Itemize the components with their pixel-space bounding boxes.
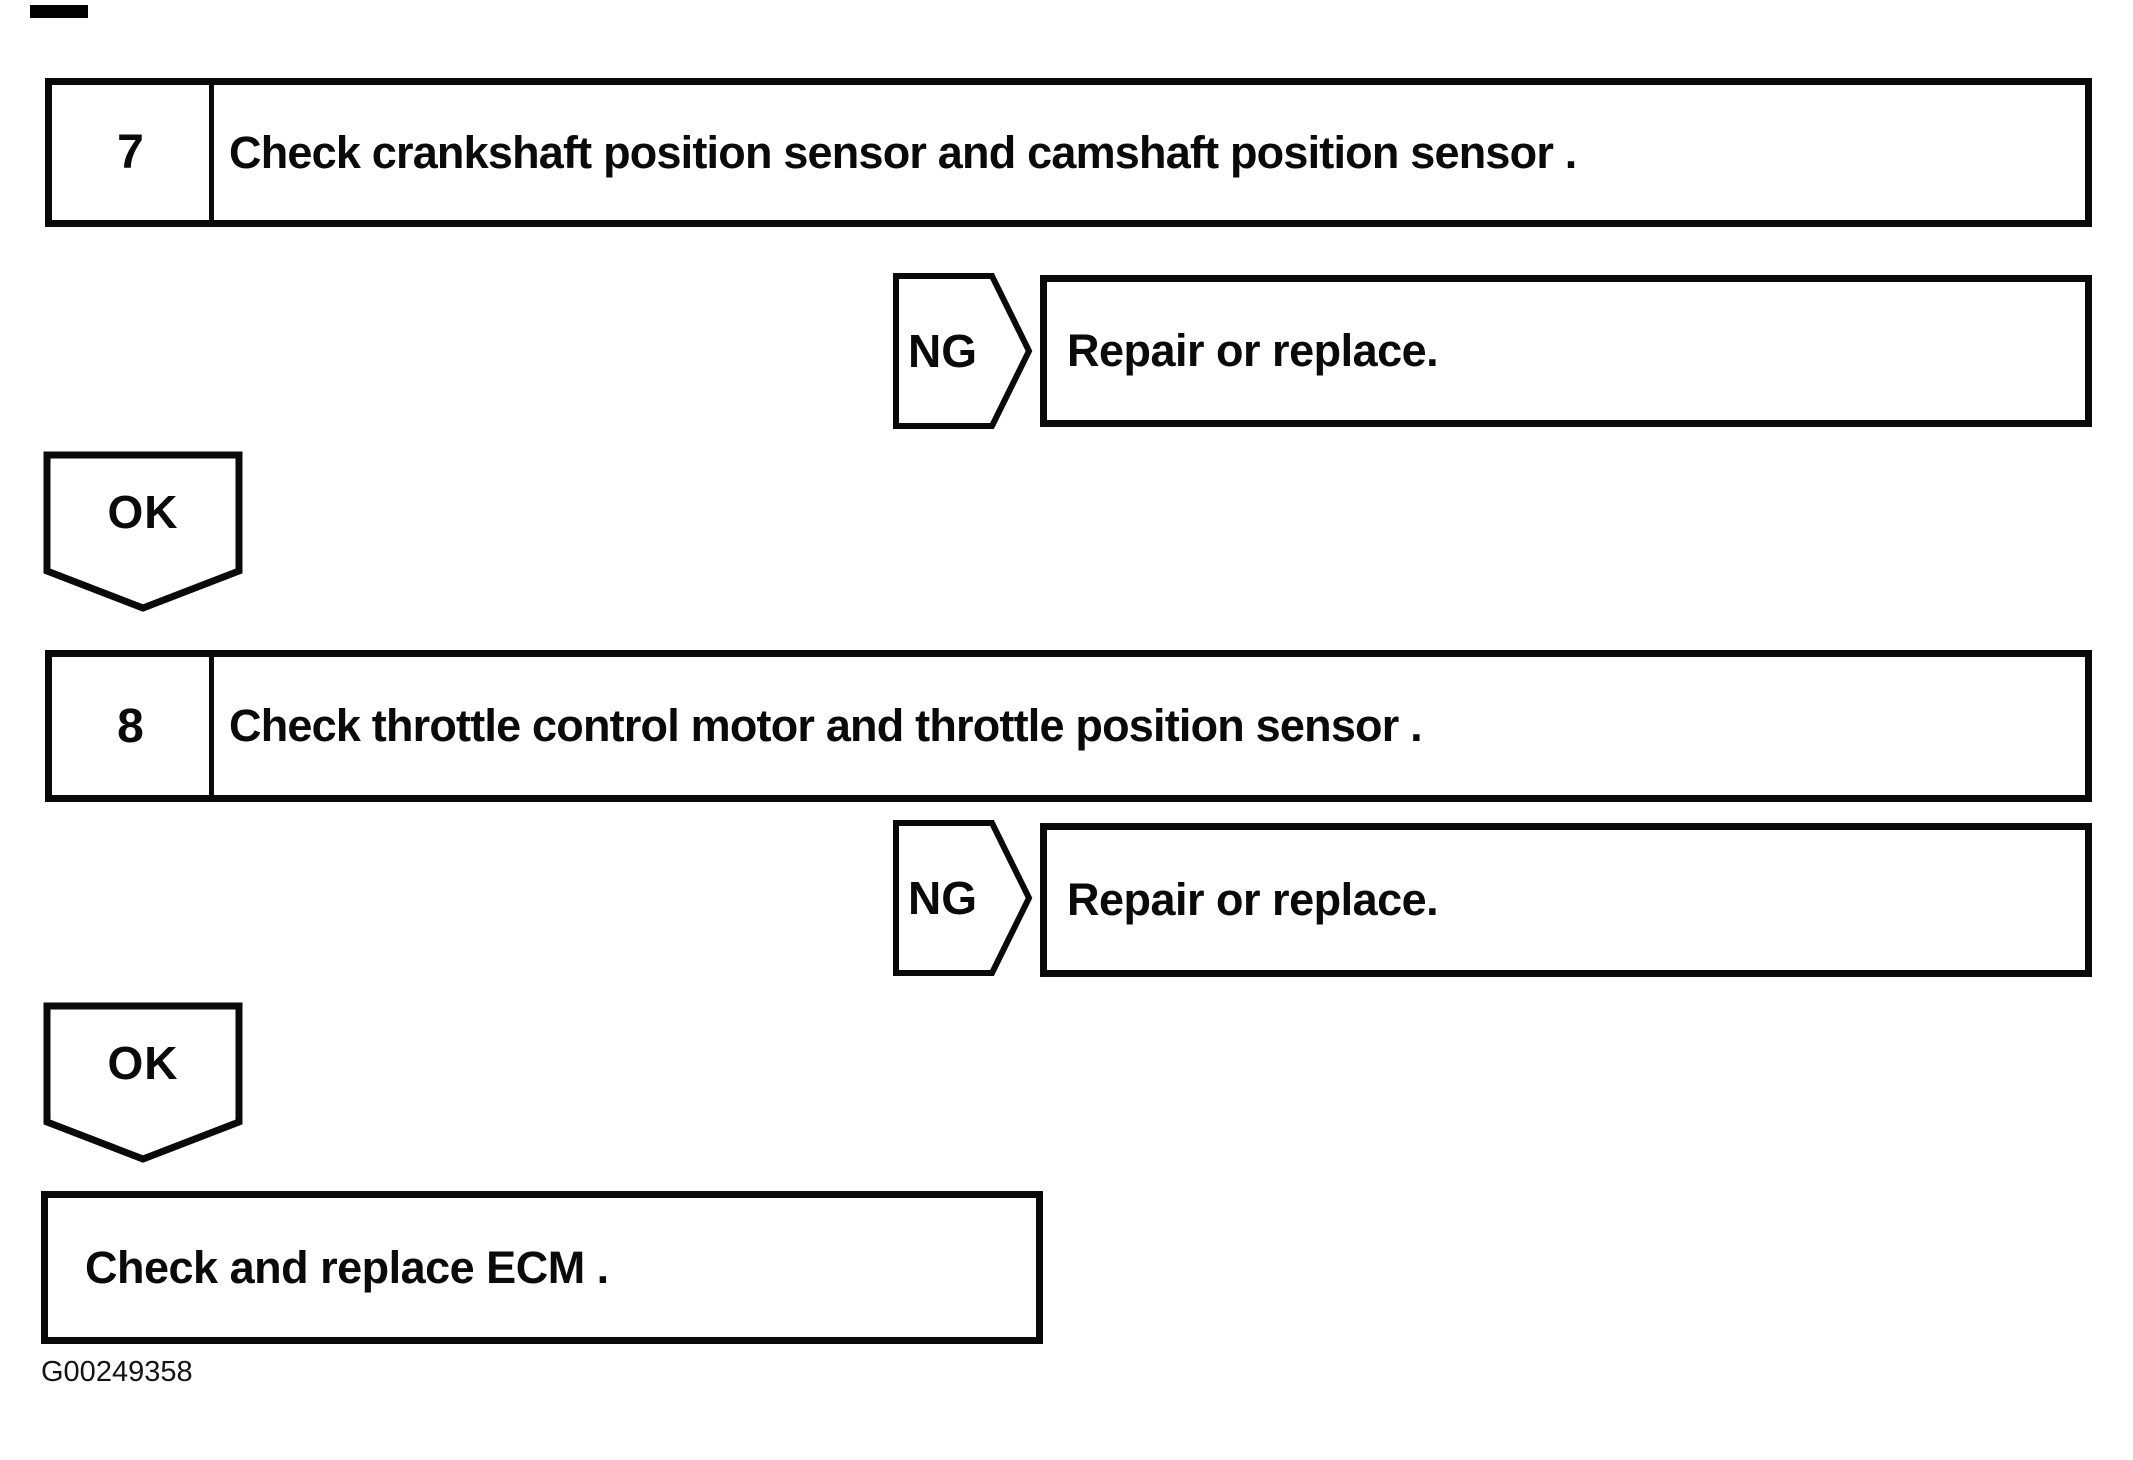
- ok-connector-2: OK: [43, 1002, 243, 1164]
- ok-label-2: OK: [107, 1036, 179, 1089]
- ng-pentagon-icon: [893, 273, 1033, 429]
- ng-connector-1: NG: [893, 273, 1033, 429]
- ng-label-1: NG: [908, 325, 977, 377]
- step-7-number: 7: [52, 85, 214, 220]
- step-8-box: 8 Check throttle control motor and throt…: [45, 650, 2092, 802]
- ok-pentagon-icon: [43, 451, 243, 612]
- figure-code: G00249358: [41, 1356, 193, 1388]
- ng-connector-2: NG: [893, 820, 1033, 976]
- ok-connector-1: OK: [43, 451, 243, 613]
- scan-artifact-bar: [30, 5, 88, 18]
- ng-pentagon-icon: [893, 820, 1033, 976]
- repair-action-text-1: Repair or replace.: [1067, 325, 1439, 376]
- ok-pentagon-icon: [43, 1002, 243, 1163]
- terminal-text: Check and replace ECM .: [85, 1241, 609, 1293]
- step-8-number: 8: [52, 657, 214, 795]
- step-7-instruction: Check crankshaft position sensor and cam…: [229, 126, 1577, 178]
- step-7-box: 7 Check crankshaft position sensor and c…: [45, 78, 2092, 227]
- step-8-instruction: Check throttle control motor and throttl…: [229, 700, 1423, 751]
- repair-action-text-2: Repair or replace.: [1067, 874, 1439, 925]
- repair-action-box-1: Repair or replace.: [1040, 275, 2092, 427]
- ok-label-1: OK: [107, 485, 179, 538]
- repair-action-box-2: Repair or replace.: [1040, 823, 2092, 977]
- ng-label-2: NG: [908, 872, 977, 924]
- terminal-box: Check and replace ECM .: [41, 1191, 1043, 1344]
